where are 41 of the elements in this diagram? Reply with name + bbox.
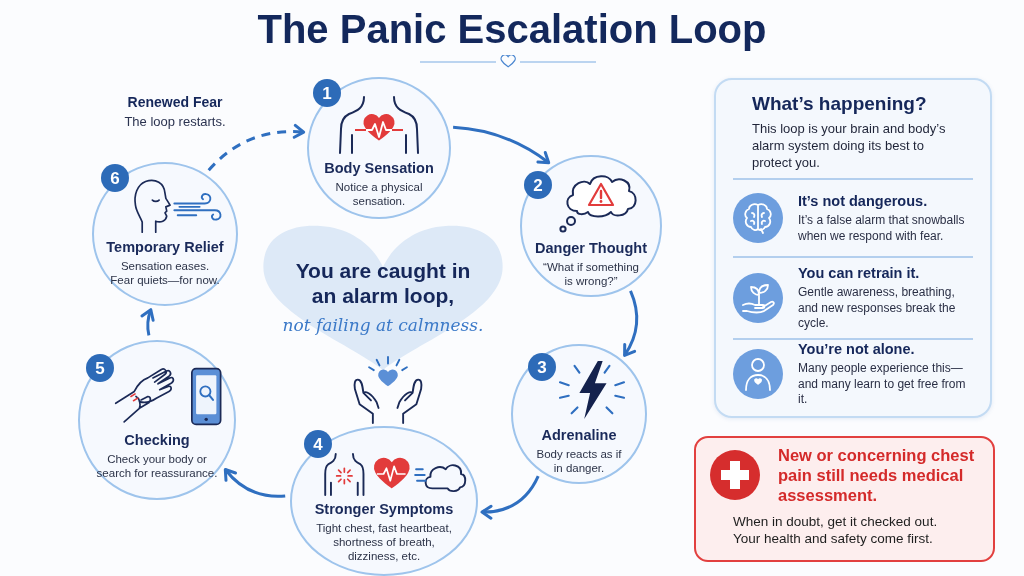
step-title: Body Sensation — [324, 160, 434, 177]
info-panel — [714, 78, 992, 418]
curved-arrow — [622, 290, 639, 357]
step-description: Check your body or search for reassurance. — [95, 452, 219, 480]
step-number-badge: 5 — [86, 354, 114, 382]
step-description: Body reacts as if in danger. — [535, 447, 623, 475]
row-heading: It’s not dangerous. — [798, 192, 929, 210]
title: The Panic Escalation Loop — [257, 6, 767, 53]
row-text: It’s a false alarm that snowballs when we respond with fear. — [798, 213, 966, 244]
step-title: Checking — [124, 432, 190, 449]
step-number-badge: 6 — [101, 164, 129, 192]
curved-arrow — [453, 125, 551, 165]
step-title: Adrenaline — [541, 427, 617, 444]
row-heading: You’re not alone. — [798, 340, 916, 359]
annotation-heading: Renewed Fear — [127, 93, 223, 111]
script-message-text: not failing at calmness. — [282, 314, 484, 336]
panel-text: This loop is your brain and body’s alarm system doing its best to protect you. — [752, 120, 947, 171]
row-text: Gentle awareness, breathing, and new responses break the cycle. — [798, 285, 957, 332]
annotation-text: The loop restarts. — [124, 113, 226, 130]
step-description: Tight chest, fast heartbeat, shortness of breath, dizziness, etc. — [315, 521, 453, 563]
step-description: “What if something is wrong?” — [542, 260, 640, 288]
step-number-badge: 4 — [304, 430, 332, 458]
warning-box — [694, 436, 995, 562]
panel-heading: What’s happening? — [752, 92, 927, 116]
step-title: Stronger Symptoms — [314, 501, 454, 518]
step-title: Temporary Relief — [106, 239, 224, 256]
row-heading: You can retrain it. — [798, 264, 921, 283]
step-description: Sensation eases. Fear quiets—for now. — [109, 259, 221, 287]
warning-text: When in doubt, get it checked out. Your health and safety come first. — [733, 513, 939, 547]
row-text: Many people experience this— and many learn to get free from it. — [798, 361, 967, 408]
step-number-badge: 3 — [528, 353, 556, 381]
curved-arrow — [140, 308, 155, 336]
step-title: Danger Thought — [535, 240, 647, 257]
curved-arrow — [480, 475, 540, 520]
step-description: Notice a physical sensation. — [334, 180, 424, 208]
curved-arrow — [223, 468, 286, 498]
warning-heading: New or concerning chest pain still needs medical assessment. — [778, 445, 976, 505]
step-number-badge: 1 — [313, 79, 341, 107]
message-text: You are caught in an alarm loop, — [294, 258, 472, 308]
step-number-badge: 2 — [524, 171, 552, 199]
dashed-arrow — [207, 124, 306, 172]
